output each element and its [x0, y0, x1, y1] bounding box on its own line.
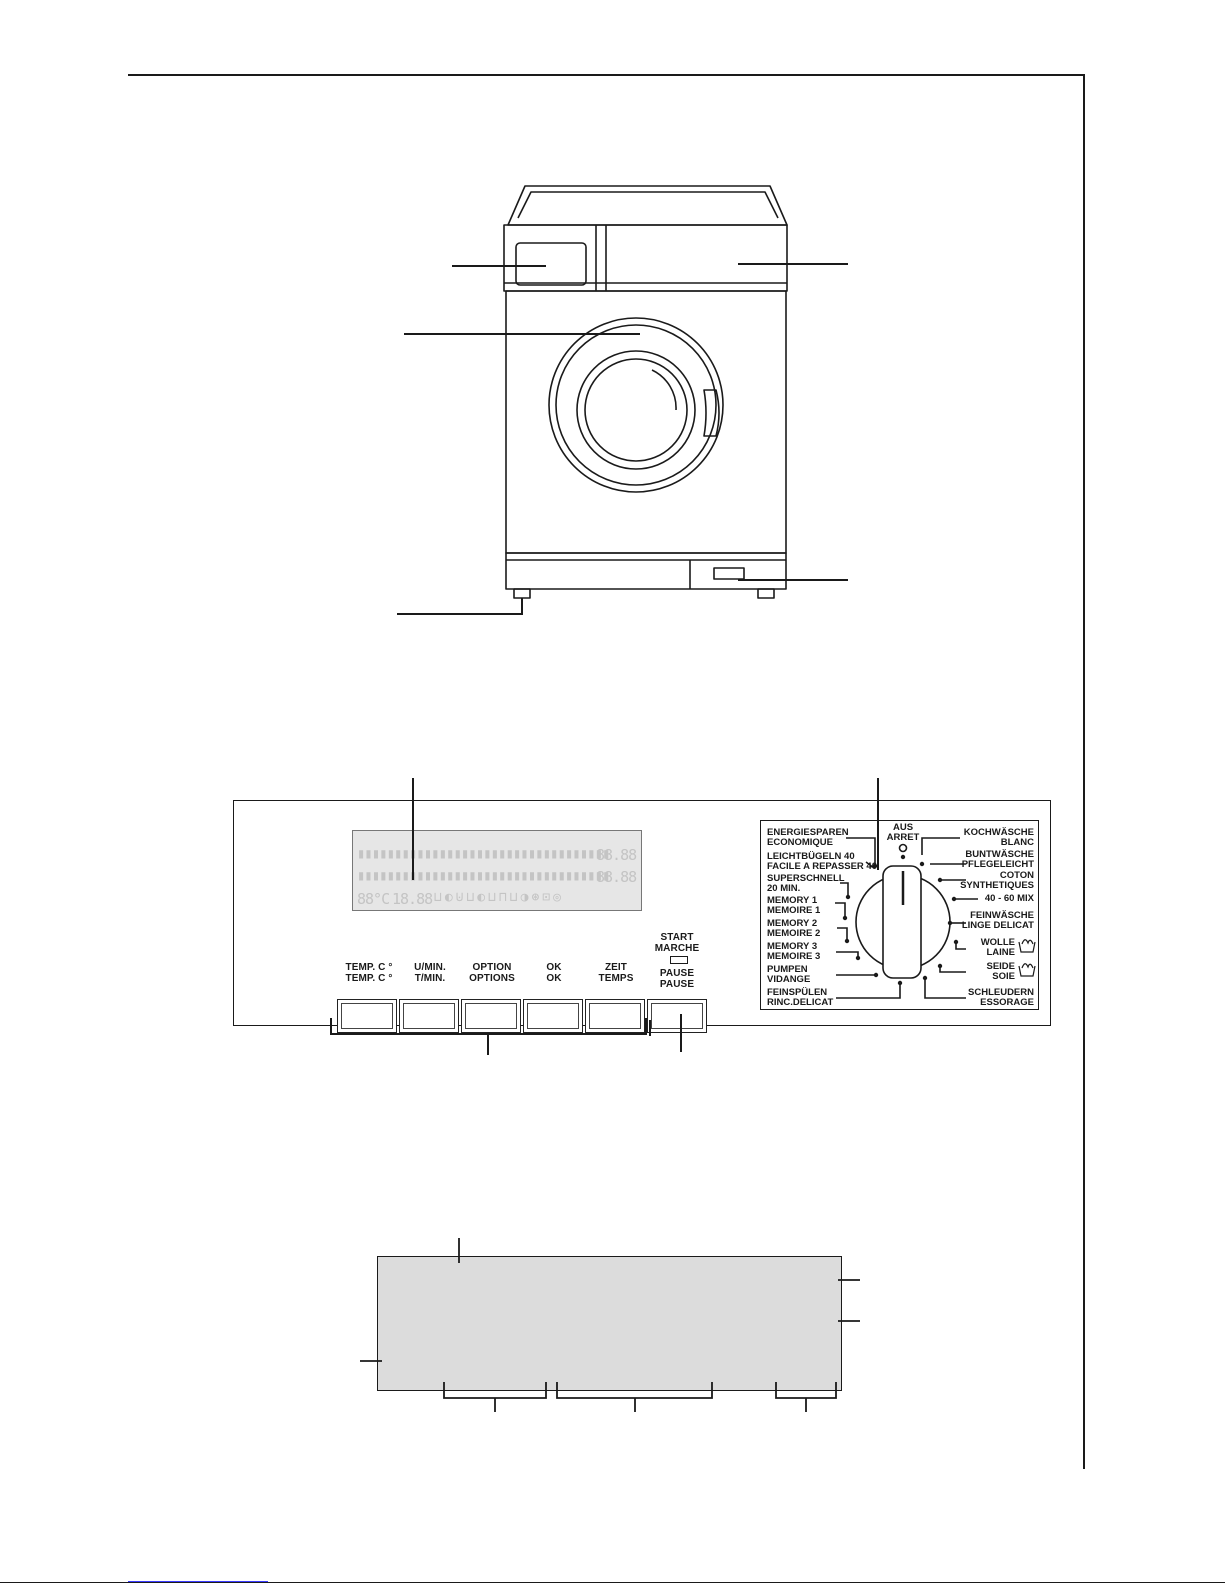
temp-button-label: TEMP. C °TEMP. C °: [345, 962, 393, 984]
machine-door-outer: [548, 317, 724, 493]
machine-door-glass: [576, 350, 696, 470]
start-pause-button[interactable]: [647, 999, 707, 1033]
program-40-60-mix: 40 - 60 MIX: [984, 893, 1034, 904]
filter-flap: [713, 567, 745, 580]
machine-plinth: [505, 552, 787, 590]
door-handle: [703, 389, 720, 437]
temp-button[interactable]: [337, 999, 397, 1033]
program-dial-panel: [760, 820, 1039, 1010]
spin-button[interactable]: [399, 999, 459, 1033]
machine-body: [505, 290, 787, 554]
callout-feet: [397, 598, 523, 615]
lcd-row-1-segments: ▮▮▮▮▮▮▮▮▮▮▮▮▮▮▮▮▮▮▮▮▮▮▮▮▮▮▮▮▮▮▮▮▮▮: [357, 846, 611, 862]
lcd-display: [352, 830, 642, 911]
page-top-rule: [128, 74, 1084, 76]
washing-machine-illustration: [397, 185, 848, 615]
footer-link-underline: [128, 1581, 268, 1582]
lcd-row-3-symbols: ⊔◐⊍⊔◐⊔⊓⊔◑⊛⊡◎: [434, 890, 564, 905]
machine-fascia: [503, 224, 788, 292]
lcd-row-3-speed: 18.88: [392, 890, 433, 908]
ok-button[interactable]: [523, 999, 583, 1033]
spin-button-label: U/MIN.T/MIN.: [414, 962, 446, 984]
start-indicator-led: [670, 956, 688, 964]
lcd-row-3-temp: 88°C: [357, 890, 390, 908]
page-right-rule: [1083, 74, 1085, 1469]
lcd-row-2-time: 88.88: [596, 868, 637, 886]
display-diagram: [377, 1256, 842, 1391]
lcd-row-2-segments: ▮▮▮▮▮▮▮▮▮▮▮▮▮▮▮▮▮▮▮▮▮▮▮▮▮▮▮▮▮▮▮▮▮▮: [357, 868, 611, 884]
lcd-row-1-time: 88.88: [596, 846, 637, 864]
page-bottom-rule: [0, 1582, 1225, 1583]
detergent-drawer: [515, 242, 587, 286]
time-button[interactable]: [585, 999, 645, 1033]
option-button[interactable]: [461, 999, 521, 1033]
